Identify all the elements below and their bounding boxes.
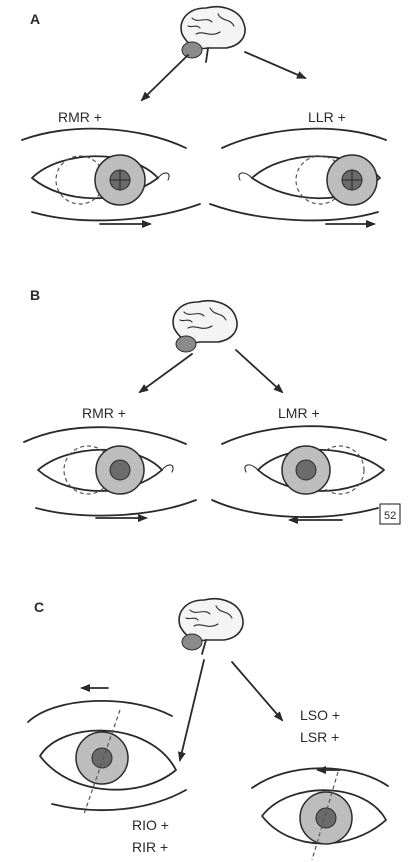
arrow-to-left-eye	[142, 55, 188, 100]
right-eye-a	[22, 129, 200, 224]
label-llr: LLR +	[308, 109, 346, 125]
brain-icon	[179, 599, 243, 654]
brain-icon	[173, 301, 237, 352]
label-rir: RIR +	[132, 839, 168, 855]
label-lmr: LMR +	[278, 405, 320, 421]
label-rmr: RMR +	[58, 109, 102, 125]
left-eye-b	[212, 426, 386, 520]
arrow-to-right-eye	[232, 662, 282, 720]
label-lsr: LSR +	[300, 729, 339, 745]
arrow-to-left-eye	[140, 354, 192, 392]
panel-b: B RMR + LMR +	[24, 287, 400, 524]
arrow-to-left-eye	[180, 660, 204, 760]
right-eye-b	[24, 427, 196, 518]
panel-c: C LSO + LSR + RIO + RIR +	[28, 599, 388, 860]
label-lso: LSO +	[300, 707, 340, 723]
left-eye-c	[252, 768, 388, 860]
arrow-to-right-eye	[236, 350, 282, 392]
right-eye-c	[28, 688, 186, 814]
arrow-to-right-eye	[245, 52, 305, 78]
label-rio: RIO +	[132, 817, 169, 833]
left-eye-a	[210, 129, 386, 224]
brain-icon	[181, 7, 245, 62]
svg-text:52: 52	[384, 510, 396, 522]
panel-a: A RMR + LLR +	[22, 7, 386, 224]
panel-b-letter: B	[30, 287, 40, 303]
panel-c-letter: C	[34, 599, 44, 615]
label-rmr: RMR +	[82, 405, 126, 421]
panel-a-letter: A	[30, 11, 40, 27]
corner-mark: 52	[380, 504, 400, 524]
